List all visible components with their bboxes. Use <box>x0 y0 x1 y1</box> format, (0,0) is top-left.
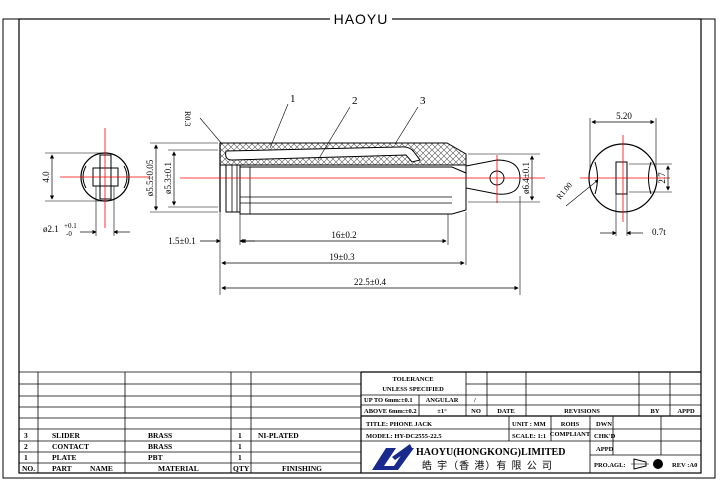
dim-4-0: 4.0 <box>41 171 51 183</box>
tb-angular-mark: / <box>473 397 476 404</box>
bom-header-qty: QTY <box>233 464 250 473</box>
dim-1-5: 1.5±0.1 <box>168 236 195 246</box>
bom-row-1-part: PLATE <box>52 453 76 462</box>
tb-rohs-2: COMPLIANT <box>550 431 591 438</box>
company-logo <box>372 444 414 470</box>
bom-header-finishing: FINISHING <box>282 464 322 473</box>
title-block-grid <box>361 371 701 473</box>
dim-d5-5: ø5.5±0.05 <box>145 159 155 196</box>
dim-16: 16±0.2 <box>331 230 356 240</box>
tb-angular-value: ±1° <box>437 408 447 415</box>
tb-appd-label: APPD <box>596 446 614 453</box>
tb-company-en: HAOYU(HONGKONG)LIMITED <box>416 447 565 458</box>
balloon-3: 3 <box>420 95 426 107</box>
left-end-view: 4.0 ø2.1 +0.1 -0 <box>41 128 150 238</box>
dim-d5-3: ø5.3±0.1 <box>163 162 173 194</box>
bom-row-2-part: CONTACT <box>52 442 89 451</box>
tb-title: TITLE: PHONE JACK <box>366 421 432 428</box>
header-brand: HAOYU <box>334 11 389 27</box>
bom-header-part: PART <box>52 464 72 473</box>
bom-row-3-finishing: NI-PLATED <box>258 431 299 440</box>
bom-row-3-material: BRASS <box>148 431 172 440</box>
tb-chkd: CHK'D <box>594 433 616 440</box>
bom-row-1-no: 1 <box>24 453 28 462</box>
right-end-view: 5.20 R1.00 2.7 0.7t <box>555 111 672 237</box>
tb-up-to: UP TO 6mm:±0.1 <box>364 397 413 404</box>
tb-date: DATE <box>497 408 515 415</box>
bom-table <box>19 371 362 473</box>
tb-scale: SCALE: 1:1 <box>512 433 546 440</box>
tb-appd: APPD <box>677 408 695 415</box>
bom-header-material: MATERIAL <box>158 464 199 473</box>
bom-row-1-material: PBT <box>148 453 163 462</box>
tb-rohs-1: ROHS <box>561 421 580 428</box>
bom-row-2-material: BRASS <box>148 442 172 451</box>
tb-unless: UNLESS SPECIFIED <box>382 386 444 393</box>
main-side-view: R0.3 1 2 3 ø5.5±0.05 ø5.3±0.1 ø6.4±0.1 1… <box>145 93 545 295</box>
dim-5-20: 5.20 <box>616 111 632 121</box>
tb-unit: UNIT : MM <box>512 421 546 428</box>
dim-0-7t: 0.7t <box>652 227 666 237</box>
balloon-1: 1 <box>290 93 296 105</box>
dim-d2-1-tol-plus: +0.1 <box>64 222 77 230</box>
dim-d2-1: ø2.1 <box>43 224 59 234</box>
tb-pro-agl: PRO.AGL: <box>594 462 626 469</box>
dim-d2-1-tol-minus: -0 <box>66 230 72 238</box>
tb-model: MODEL: HY-DC2555-22.5 <box>366 433 442 440</box>
tb-by: BY <box>650 408 659 415</box>
bom-row-2-no: 2 <box>24 442 28 451</box>
dim-d6-4: ø6.4±0.1 <box>521 162 531 194</box>
bom-row-3-no: 3 <box>24 431 28 440</box>
outer-border <box>2 18 716 479</box>
bom-row-2-qty: 1 <box>238 442 242 451</box>
dim-2-7: 2.7 <box>657 172 667 184</box>
tb-above: ABOVE 6mm:±0.2 <box>364 408 417 415</box>
tb-company-cn: 皓 宇（香 港）有 限 公 司 <box>422 459 553 472</box>
projection-symbol-icon <box>631 458 663 470</box>
tb-no: NO <box>471 408 481 415</box>
bom-row-3-qty: 1 <box>238 431 242 440</box>
dim-19: 19±0.3 <box>329 252 355 262</box>
bom-header-name: NAME <box>90 464 113 473</box>
dim-r1-00: R1.00 <box>555 181 574 202</box>
tb-dwn: DWN <box>596 421 612 428</box>
tb-tolerance: TOLERANCE <box>392 376 433 383</box>
tb-angular: ANGULAR <box>426 397 459 404</box>
dim-r0-3: R0.3 <box>183 111 192 126</box>
tb-rev: REV :A0 <box>672 462 697 469</box>
bom-row-3-part: SLIDER <box>52 431 81 440</box>
dim-22-5: 22.5±0.4 <box>354 277 386 287</box>
balloon-2: 2 <box>352 95 358 107</box>
tb-revisions: REVISIONS <box>564 408 600 415</box>
bom-row-1-qty: 1 <box>238 453 242 462</box>
bom-header-no: NO. <box>22 464 35 473</box>
